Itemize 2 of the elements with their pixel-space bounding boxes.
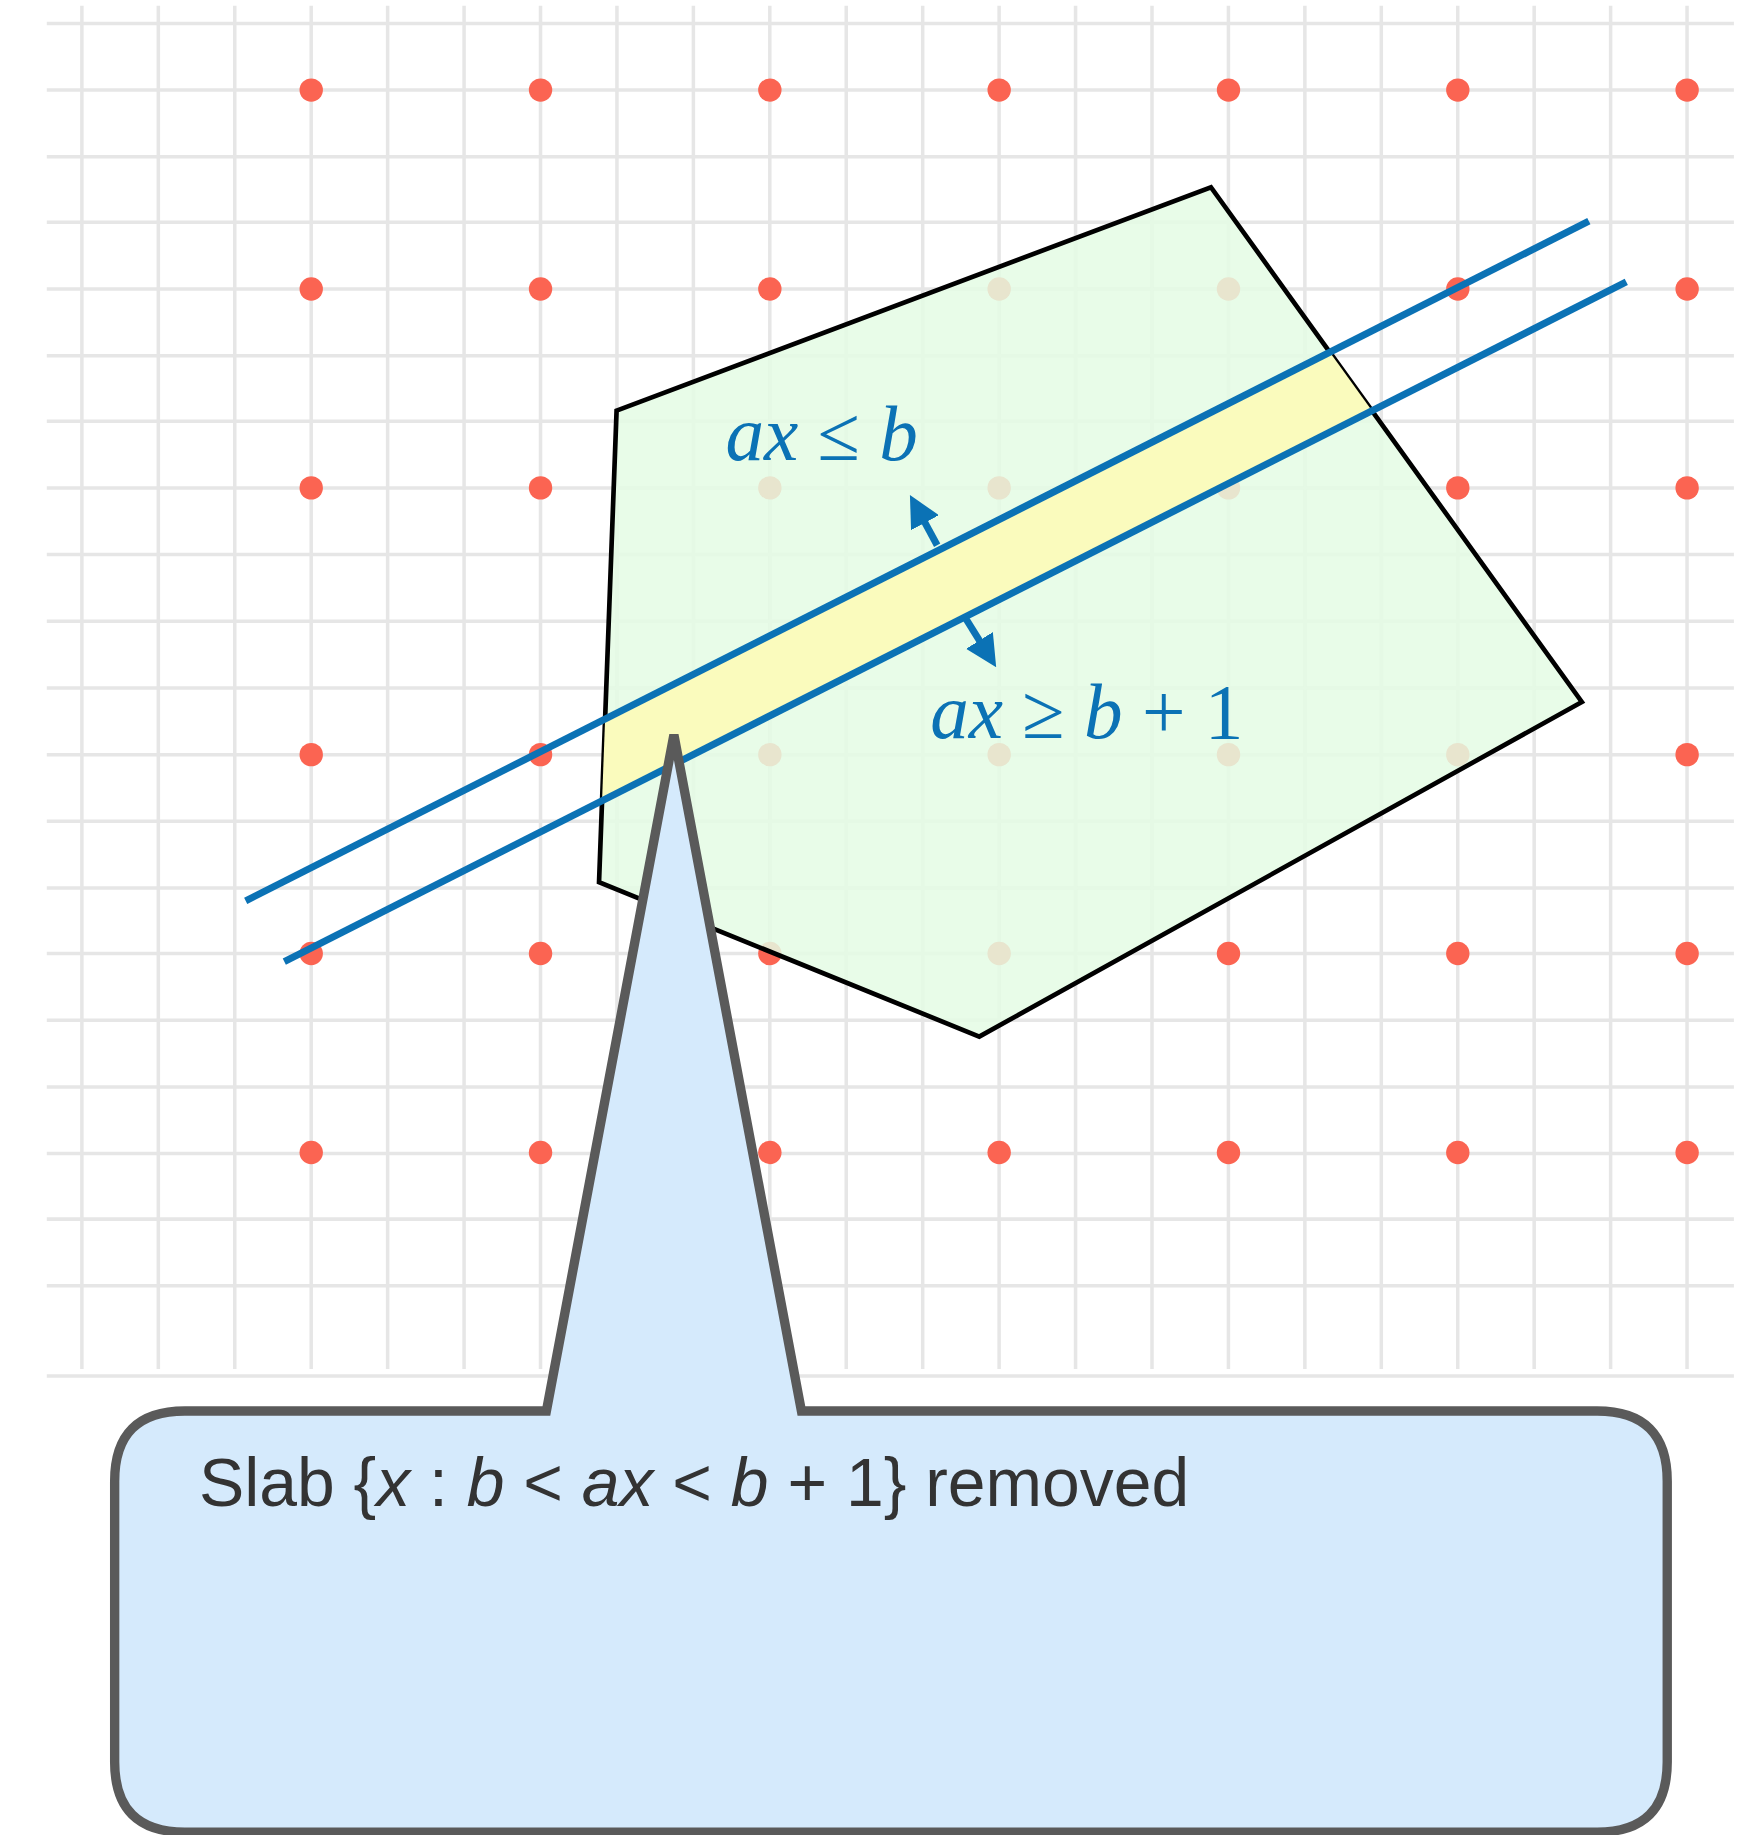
inequality-label: ax ≤ b [725, 395, 918, 473]
inequality-label: ax ≥ b + 1 [930, 673, 1244, 752]
